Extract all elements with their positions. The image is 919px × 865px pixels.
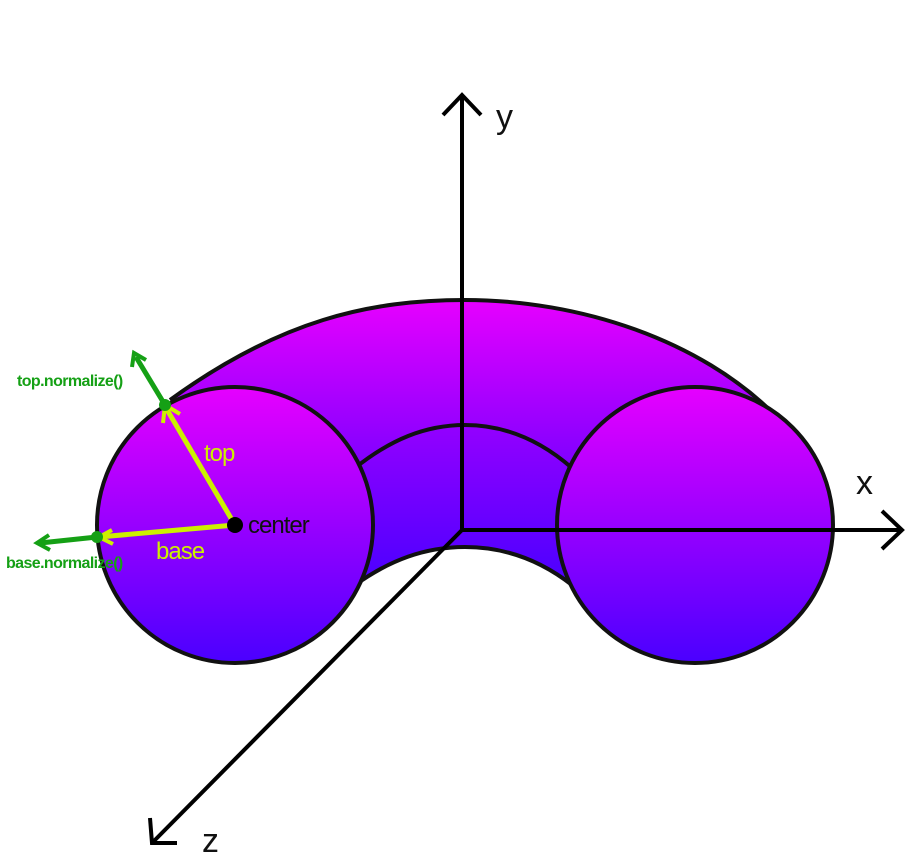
y-axis-arrowhead <box>441 92 483 117</box>
torus-inner-upper-edge <box>353 422 574 470</box>
base-normalized-point <box>91 531 103 543</box>
torus-inner-lower-edge <box>353 544 574 587</box>
top-normalized-label: top.normalize() <box>17 373 123 390</box>
base-vector-label: base <box>156 538 205 565</box>
top-vector <box>163 406 238 527</box>
base-vector <box>98 522 236 540</box>
z-axis-arrowhead <box>148 817 177 845</box>
top-vector-label: top <box>204 440 235 467</box>
top-normalized-vector <box>133 355 168 407</box>
base-normalized-arrowhead <box>33 533 51 552</box>
center-label: center <box>248 512 310 539</box>
z-axis-line <box>150 528 464 845</box>
base-normalized-vector <box>39 534 98 546</box>
x-axis-arrowhead <box>880 509 905 551</box>
base-normalized-label: base.normalize() <box>6 555 123 572</box>
top-normalized-arrowhead <box>130 349 148 368</box>
top-normalized-point <box>159 399 171 411</box>
y-axis-label: y <box>496 98 513 136</box>
torus-right-cross-section <box>555 385 835 665</box>
x-axis-label: x <box>856 464 873 502</box>
torus-outer-outline <box>168 297 777 417</box>
z-axis-label: z <box>202 822 219 860</box>
center-point <box>227 517 243 533</box>
